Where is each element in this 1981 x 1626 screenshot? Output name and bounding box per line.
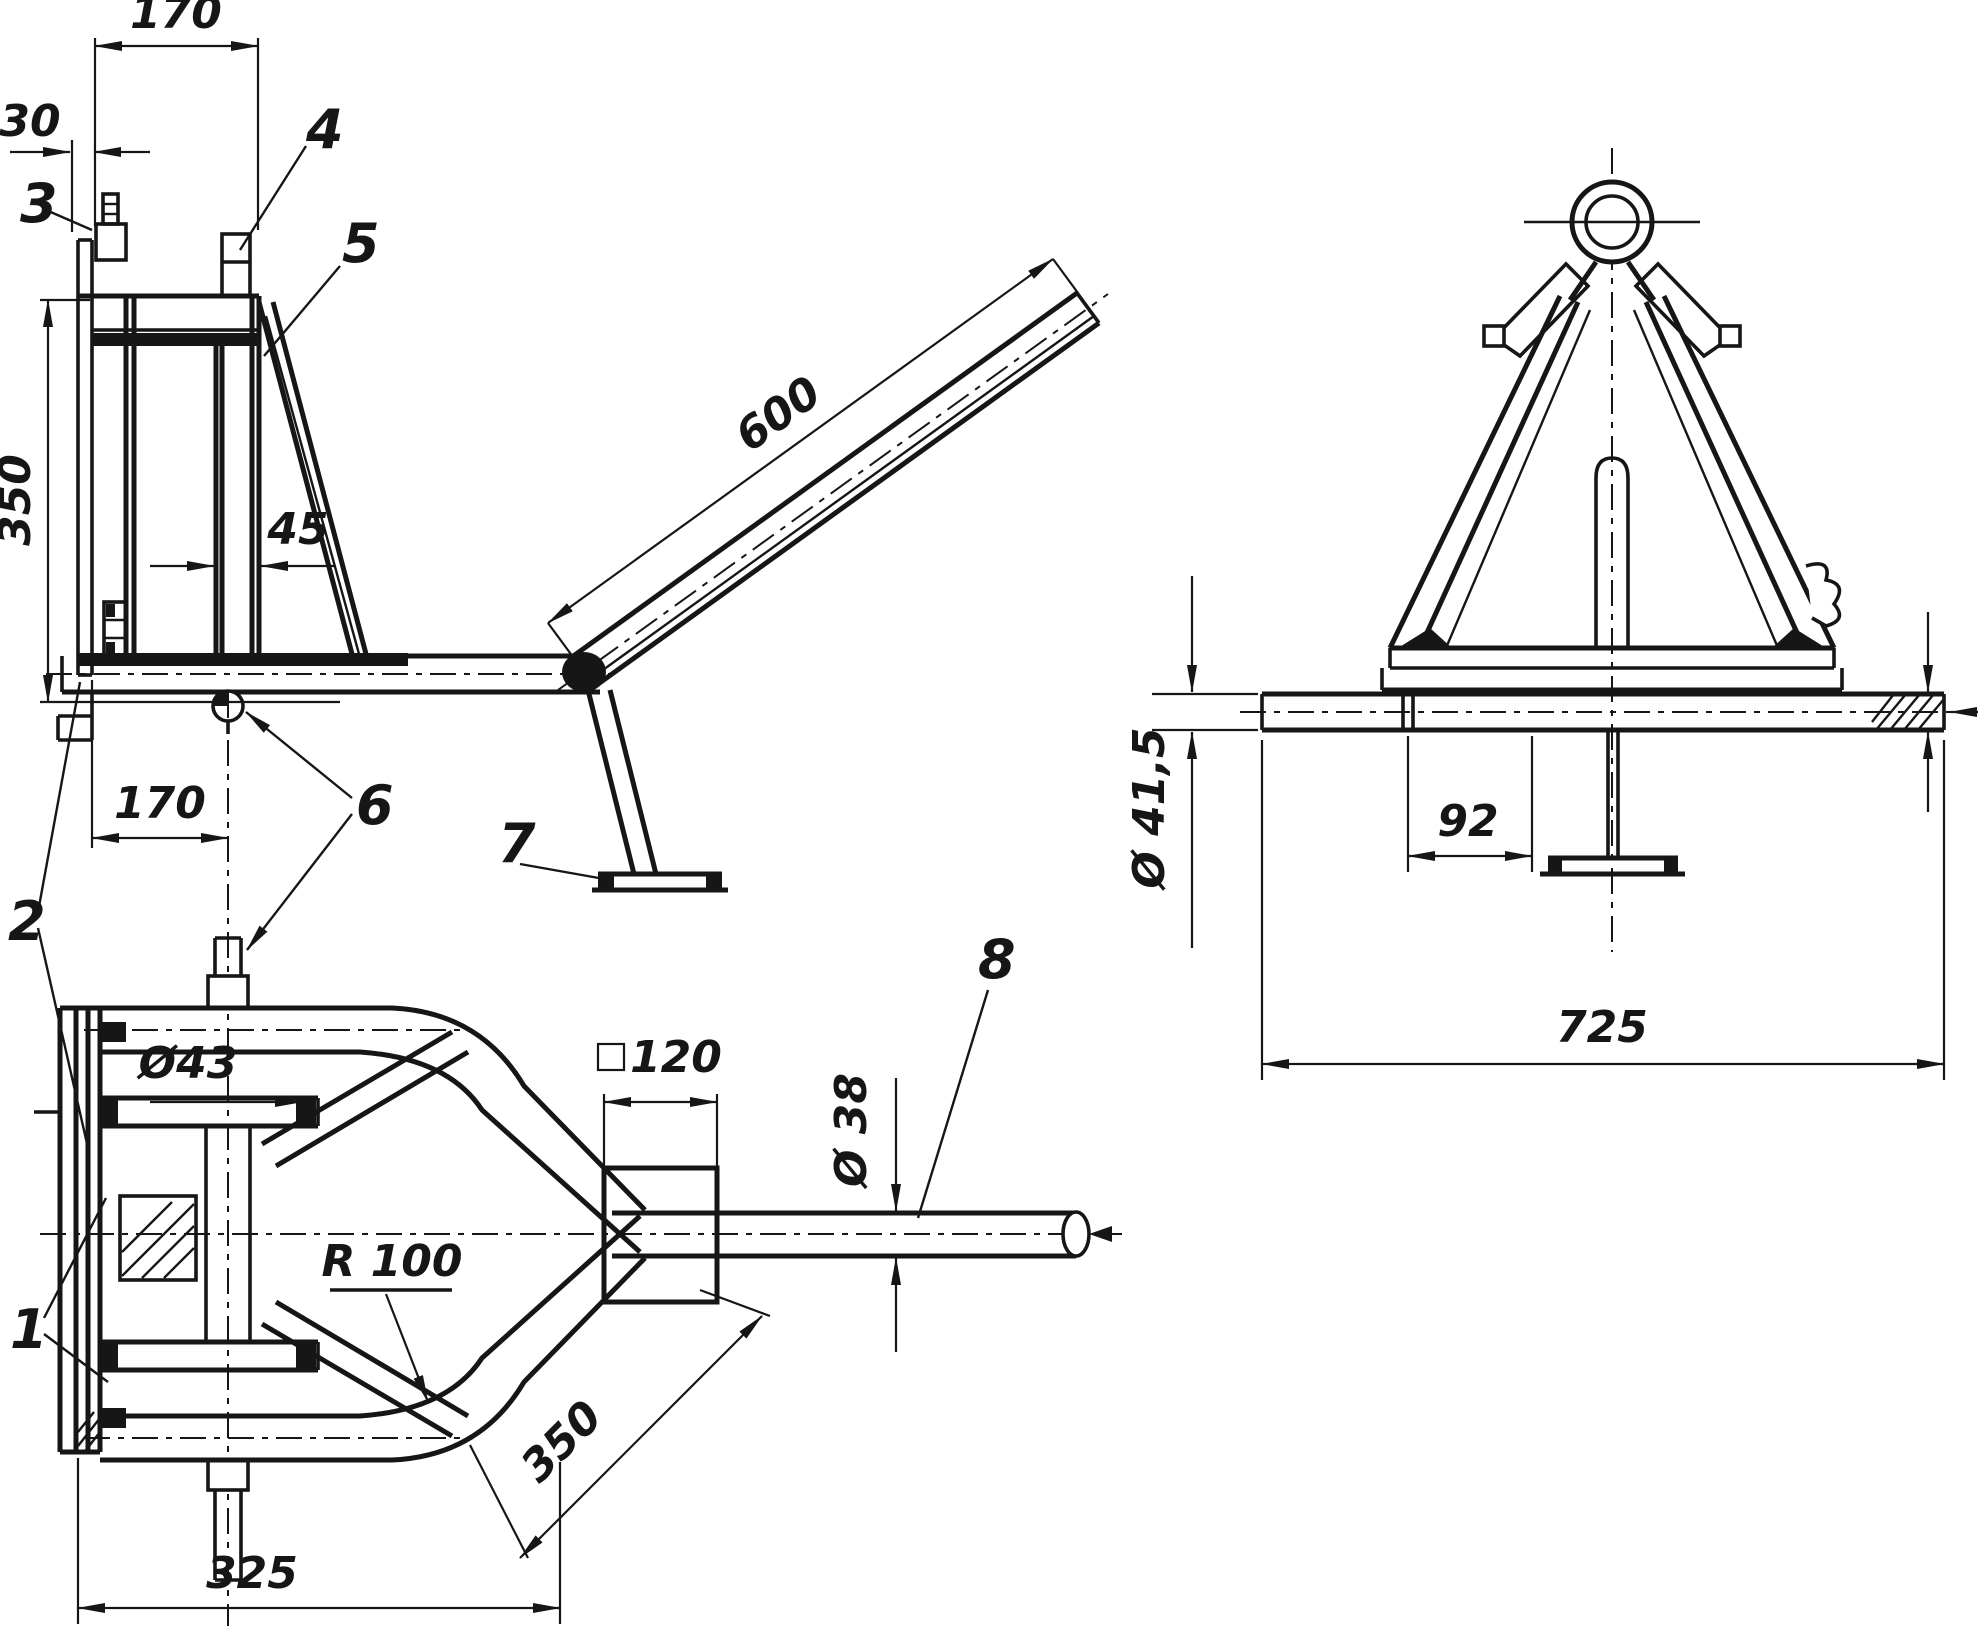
top-axle-hatch (121, 1201, 195, 1279)
dim-frame-depth: 325 (76, 1458, 562, 1624)
dim-tube-dia-top-text: Ø 38 (826, 1073, 877, 1190)
front-base (1380, 628, 1844, 693)
dim-top-width-text: 170 (130, 0, 222, 39)
dim-boss-dia: Ø43 (136, 1038, 303, 1107)
top-square-sleeve (601, 1165, 720, 1305)
label-part6: 6 (356, 774, 394, 837)
front-tube-hatch (1871, 693, 1945, 731)
dim-strut-width: 45 (150, 504, 335, 571)
dim-bend-radius-text: R 100 (321, 1236, 462, 1287)
top-drawbar-tube (612, 1210, 1112, 1259)
front-hook-latch (1805, 562, 1842, 628)
dim-brace-length-text: 350 (511, 1391, 612, 1492)
dim-plate-offset: 30 (0, 96, 150, 232)
label-part4: 4 (305, 98, 344, 161)
dim-pin-offset: 170 (90, 680, 229, 848)
dim-top-width: 170 (93, 0, 260, 230)
dim-tube-dia-front: Ø 41,5 (1124, 576, 1258, 948)
side-clamp-top (94, 192, 128, 262)
dim-end-offset-text: 92 (1437, 796, 1498, 847)
front-center-strut (1594, 456, 1630, 648)
square-symbol (596, 1042, 626, 1072)
front-cross-tube (1240, 691, 1964, 733)
side-diagonal-brace (256, 301, 369, 655)
side-lug-block (220, 232, 252, 298)
dim-boss-dia-text: Ø43 (136, 1038, 238, 1089)
label-part3: 3 (20, 172, 58, 235)
dim-boom-length: 600 (547, 258, 1079, 658)
front-jack-foot (1540, 730, 1685, 877)
dim-track-width-text: 725 (1556, 1002, 1648, 1053)
front-top-ring (1524, 179, 1700, 265)
dim-pin-offset-text: 170 (114, 778, 206, 829)
dim-end-offset: 92 (1406, 736, 1534, 872)
side-weld-joint (562, 652, 606, 692)
side-support-leg (585, 689, 728, 893)
top-part-labels: 1 8 (10, 928, 1016, 1383)
top-hitch-pin (206, 936, 250, 1582)
top-hub (100, 1095, 320, 1373)
label-part5: 5 (342, 212, 380, 275)
dim-tube-dia-front-text: Ø 41,5 (1124, 727, 1175, 891)
dim-tube-dia-top: Ø 38 (826, 1073, 901, 1352)
dim-strut-width-text: 45 (266, 504, 328, 555)
top-plate-hatch (77, 1411, 101, 1451)
side-mount-plate (76, 238, 94, 677)
label-part1: 1 (10, 1298, 48, 1361)
dim-plate-offset-text: 30 (0, 96, 61, 147)
top-mount-plate (34, 1005, 126, 1455)
dim-frame-depth-text: 325 (206, 1548, 298, 1599)
dim-square-size: 120 (596, 1032, 722, 1168)
dim-square-size-text: 120 (630, 1032, 722, 1083)
dim-column-height-text: 350 (0, 454, 41, 546)
dim-boom-length-text: 600 (726, 367, 830, 462)
side-boom-tube (557, 290, 1109, 691)
side-cross-tube (46, 653, 612, 742)
label-part8: 8 (978, 928, 1016, 991)
top-view: Ø43 120 Ø 38 R 100 350 (10, 692, 1130, 1626)
side-column (78, 293, 408, 666)
front-view: Ø 41,5 92 725 (1124, 148, 1978, 1080)
side-part-labels: 3 4 5 2 6 7 (8, 98, 611, 1149)
dim-track-width: 725 (1260, 740, 1946, 1080)
dim-column-height: 350 (0, 298, 340, 704)
front-gussets (1482, 260, 1742, 359)
front-right-ticks (1923, 612, 1978, 812)
side-clamp-bottom (102, 600, 128, 658)
front-legs (1387, 294, 1837, 650)
side-view: 170 30 350 45 170 (0, 0, 1109, 1149)
dim-bend-radius: R 100 (321, 1236, 463, 1403)
